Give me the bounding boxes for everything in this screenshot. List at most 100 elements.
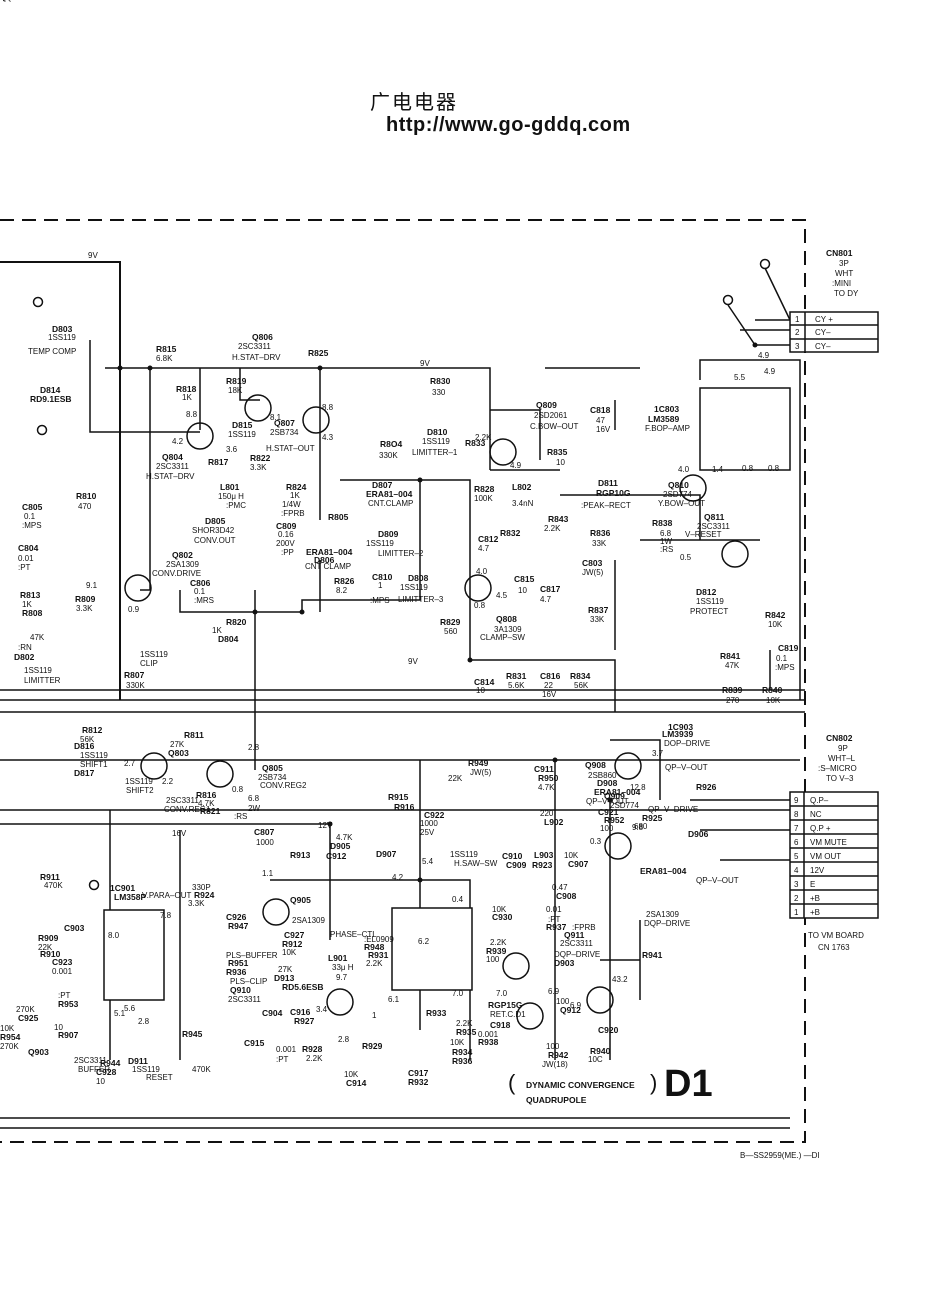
component-label: R830 <box>430 376 451 386</box>
voltage-readout: 9V <box>420 359 430 368</box>
component-label: D814 <box>40 385 61 395</box>
component-label: RET.C.D1 <box>490 1010 526 1019</box>
wire-d803 <box>89 340 200 433</box>
component-label: 1SS119 <box>132 1065 160 1074</box>
cn801-label-2: WHT <box>835 269 853 278</box>
component-label: 2.2K <box>456 1019 473 1028</box>
component-label: 2.2K <box>366 959 383 968</box>
component-label: Q809 <box>536 400 557 410</box>
cn801-pin-3-no: 3 <box>795 342 800 351</box>
cn801-label-4: TO DY <box>834 289 859 298</box>
component-label: C814 <box>474 677 495 687</box>
component-label: CLIP <box>140 659 158 668</box>
voltage-readout: 5.6 <box>124 1004 136 1013</box>
component-label: Q803 <box>168 748 189 758</box>
svg-text:): ) <box>650 1070 657 1095</box>
wire-q809 <box>490 409 560 471</box>
cn802-label-1: 9P <box>838 744 848 753</box>
component-label: 27K <box>170 740 185 749</box>
component-label: C926 <box>226 912 247 922</box>
component-label: 330 <box>432 388 446 397</box>
component-label: 1SS119 <box>450 850 478 859</box>
component-label: C930 <box>492 912 513 922</box>
component-label: R812 <box>82 725 103 735</box>
component-label: C903 <box>64 923 85 933</box>
cn802-pin-7-no: 7 <box>794 824 799 833</box>
component-label: Q807 <box>274 418 295 428</box>
reference-markers <box>32 258 771 891</box>
component-label: 6.8 <box>248 794 260 803</box>
component-label: 330P <box>192 883 211 892</box>
component-label: R841 <box>720 651 741 661</box>
component-label: D907 <box>376 849 397 859</box>
component-label: 4.7 <box>540 595 552 604</box>
component-label: R810 <box>76 491 97 501</box>
board-title-line2: QUADRUPOLE <box>526 1095 587 1105</box>
component-label: 2SC3311 <box>156 462 189 471</box>
component-label: 10K <box>492 905 507 914</box>
component-label: 22 <box>544 681 553 690</box>
component-label: C914 <box>346 1078 367 1088</box>
component-label: ERA81–004 <box>594 787 641 797</box>
component-label: :RN <box>18 643 32 652</box>
wire-r815 <box>140 368 151 591</box>
voltage-readout: 3.6 <box>226 445 238 454</box>
voltage-readout: 2.8 <box>138 1017 150 1026</box>
component-label: JW(18) <box>542 1060 568 1069</box>
board-code: D1 <box>664 1063 713 1105</box>
component-label: C803 <box>582 558 603 568</box>
component-label: Q802 <box>172 550 193 560</box>
component-label: 1SS119 <box>366 539 394 548</box>
component-label: LIMITTER–3 <box>398 595 444 604</box>
component-label: 1C803 <box>654 404 679 414</box>
component-label: 200V <box>276 539 295 548</box>
component-label: R836 <box>590 528 611 538</box>
cn802-pin-3-name: E <box>810 880 815 889</box>
component-label: R837 <box>588 605 609 615</box>
component-label: 8.2 <box>336 586 348 595</box>
component-label: 1000 <box>256 838 274 847</box>
component-label: C.BOW–OUT <box>530 422 579 431</box>
wire-9v-rail2 <box>105 367 491 470</box>
component-label: 2SA1309 <box>646 910 679 919</box>
component-label: L801 <box>220 482 240 492</box>
cn802-pin-4-name: 12V <box>810 866 825 875</box>
component-label: Y.BOW–OUT <box>658 499 705 508</box>
component-label: R818 <box>176 384 197 394</box>
voltage-readout: 4.2 <box>172 437 184 446</box>
component-label: 1SS119 <box>696 597 724 606</box>
cn802-note-1: CN 1763 <box>818 943 850 952</box>
voltage-readout: 4.5 <box>496 591 508 600</box>
voltage-readout: 8.0 <box>108 931 120 940</box>
voltage-readout: 8.8 <box>186 410 198 419</box>
component-label: R933 <box>426 1008 447 1018</box>
component-label: 0.001 <box>52 967 73 976</box>
site-url: http://www.go-gddq.com <box>386 114 631 136</box>
component-label: D811 <box>598 478 618 488</box>
component-label: 16V <box>596 425 611 434</box>
cn802-pin-8-no: 8 <box>794 810 799 819</box>
cn801-pin-2-no: 2 <box>795 328 800 337</box>
component-label: 1K <box>182 393 192 402</box>
component-label: DOP–DRIVE <box>664 739 710 748</box>
voltage-readout: 0.4 <box>452 895 464 904</box>
component-label: D906 <box>688 829 709 839</box>
component-label: R825 <box>308 348 329 358</box>
component-label: D908 <box>597 778 618 788</box>
voltage-readout: 4.0 <box>678 465 690 474</box>
component-label: QP–V–OUT <box>696 876 739 885</box>
component-label: R839 <box>722 685 743 695</box>
component-label: DQP–DRIVE <box>554 950 600 959</box>
component-label: 3.3K <box>76 604 93 613</box>
cn802-pin-6-name: VM MUTE <box>810 838 847 847</box>
component-label: 470K <box>192 1065 211 1074</box>
voltage-readout: 0.8 <box>474 601 486 610</box>
wire-c818 <box>545 367 640 430</box>
component-label: :PEAK–RECT <box>581 501 631 510</box>
voltage-readout: 4.9 <box>758 351 770 360</box>
component-label: D815 <box>232 420 253 430</box>
voltage-readout: 7.0 <box>496 989 508 998</box>
component-label: SHIFT2 <box>126 786 154 795</box>
component-label: 22K <box>448 774 463 783</box>
wire-q806 <box>199 368 260 430</box>
